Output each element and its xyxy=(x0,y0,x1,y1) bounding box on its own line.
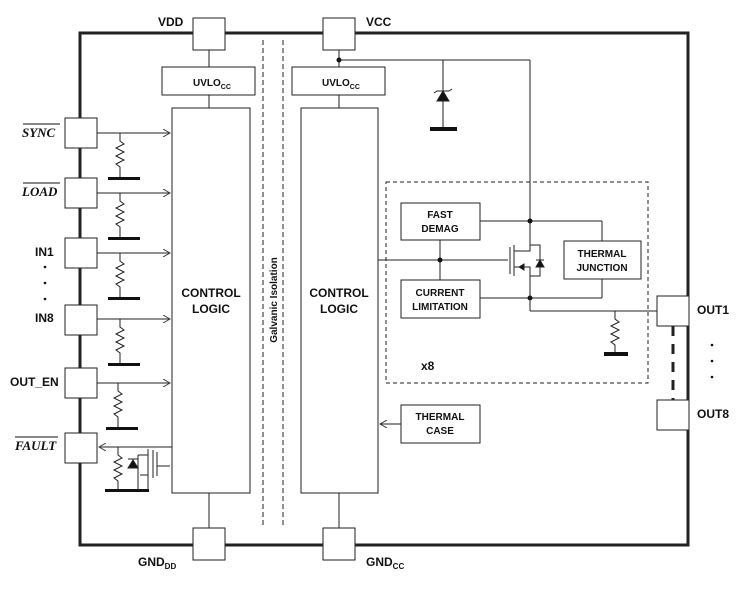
thermal-junction-label: THERMAL xyxy=(578,249,627,260)
pin-in1: IN1 xyxy=(35,237,170,300)
mosfet xyxy=(509,244,545,298)
in1-label: IN1 xyxy=(35,245,54,259)
gnd-dd-label: GNDDD xyxy=(138,555,176,571)
thermal-case-label: THERMAL xyxy=(416,412,465,423)
control-logic-label: LOGIC xyxy=(320,302,358,316)
out1-label: OUT1 xyxy=(697,303,729,317)
vdd-label: VDD xyxy=(158,15,184,29)
uvlo-label: UVLOCC xyxy=(322,78,360,91)
gnd-cc-label: GNDCC xyxy=(366,555,404,571)
fault-label: FAULT xyxy=(14,438,57,453)
gnd-cc-pin xyxy=(322,527,356,561)
out-en-label: OUT_EN xyxy=(10,375,59,389)
control-logic-right xyxy=(300,107,379,494)
thermal-case-label: CASE xyxy=(426,426,454,437)
out1-pin xyxy=(656,295,690,327)
vdd-pin xyxy=(192,17,226,51)
control-logic-label: CONTROL xyxy=(309,286,368,300)
thermal-junction-label: JUNCTION xyxy=(576,263,627,274)
out8-label: OUT8 xyxy=(697,407,729,421)
uvlo-block-right xyxy=(291,66,386,96)
gnd-dd-pin xyxy=(192,527,226,561)
load-label: LOAD xyxy=(21,184,58,199)
package-outline xyxy=(78,31,690,547)
vcc-pin xyxy=(322,17,356,51)
in8-label: IN8 xyxy=(35,311,54,325)
zener-diode xyxy=(430,60,457,131)
pin-in8: IN8 xyxy=(35,304,170,366)
uvlo-label: UVLOCC xyxy=(193,78,231,91)
multiplier-label: x8 xyxy=(421,359,435,373)
ellipsis-dots xyxy=(43,265,47,301)
current-limitation-label: LIMITATION xyxy=(412,302,468,313)
uvlo-block-left xyxy=(161,66,256,96)
pin-sync: SYNC xyxy=(22,117,170,180)
fast-demag-label: DEMAG xyxy=(421,224,458,235)
pin-load: LOAD xyxy=(21,177,170,240)
thermal-case-block xyxy=(400,404,481,444)
sync-label: SYNC xyxy=(22,125,56,140)
control-logic-label: LOGIC xyxy=(192,302,230,316)
pin-fault: FAULT xyxy=(14,432,172,492)
isolation-label: Galvanic Isolation xyxy=(269,257,280,343)
control-logic-label: CONTROL xyxy=(181,286,240,300)
ellipsis-dots xyxy=(710,343,714,379)
fast-demag-label: FAST xyxy=(427,210,453,221)
vcc-label: VCC xyxy=(366,15,392,29)
control-logic-left xyxy=(171,107,251,494)
out8-pin xyxy=(656,399,690,431)
pin-out-en: OUT_EN xyxy=(10,367,170,430)
current-limitation-label: CURRENT xyxy=(416,288,465,299)
